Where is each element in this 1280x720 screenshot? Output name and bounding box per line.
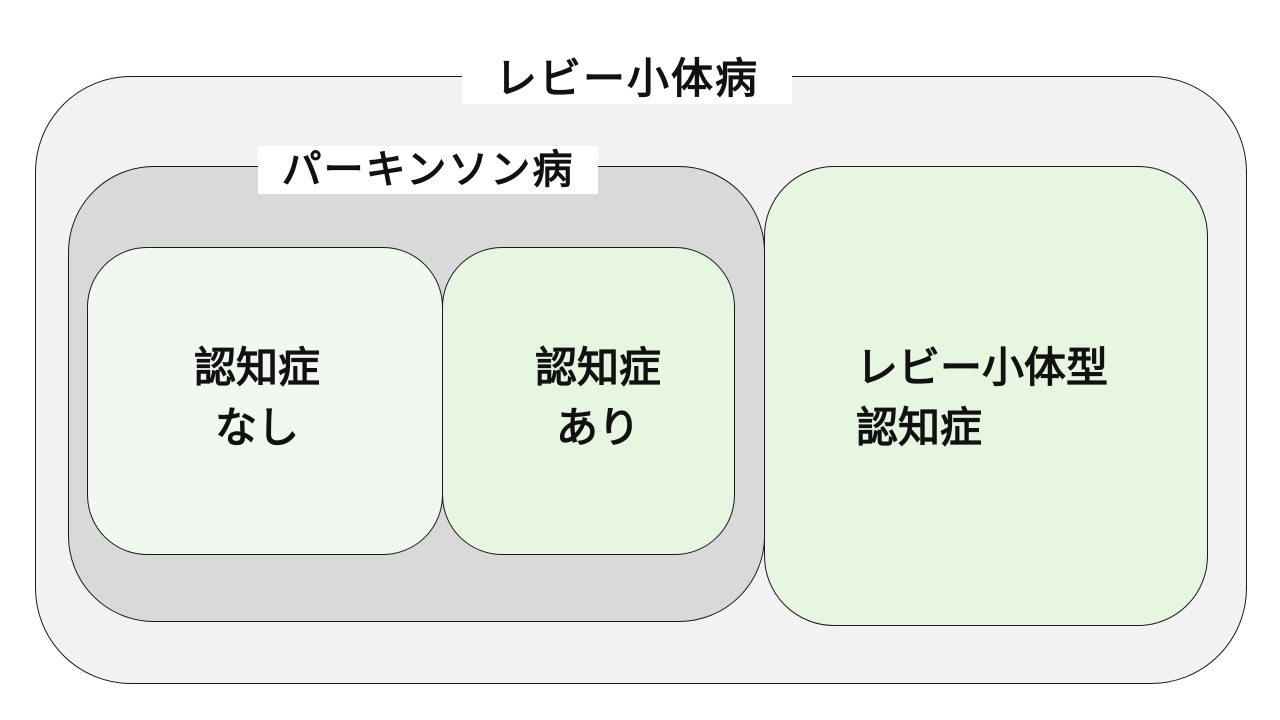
with-dementia-label-line2: あり [555,403,640,452]
without-dementia-label: 認知症 なし [87,338,427,458]
without-dementia-label-line1: 認知症 [193,343,320,392]
with-dementia-box [442,247,735,555]
with-dementia-label-line1: 認知症 [534,343,661,392]
without-dementia-label-line2: なし [214,403,299,452]
with-dementia-label: 認知症 あり [458,338,738,458]
lewy-body-disease-title: レビー小体病 [462,54,792,104]
dementia-with-lewy-bodies-label-line1: レビー小体型 [856,343,1109,392]
without-dementia-box [87,247,443,555]
parkinsons-disease-title: パーキンソン病 [258,146,598,194]
dementia-with-lewy-bodies-label: レビー小体型 認知症 [856,338,1176,458]
dementia-with-lewy-bodies-label-line2: 認知症 [856,403,983,452]
dementia-with-lewy-bodies-box [764,166,1208,626]
